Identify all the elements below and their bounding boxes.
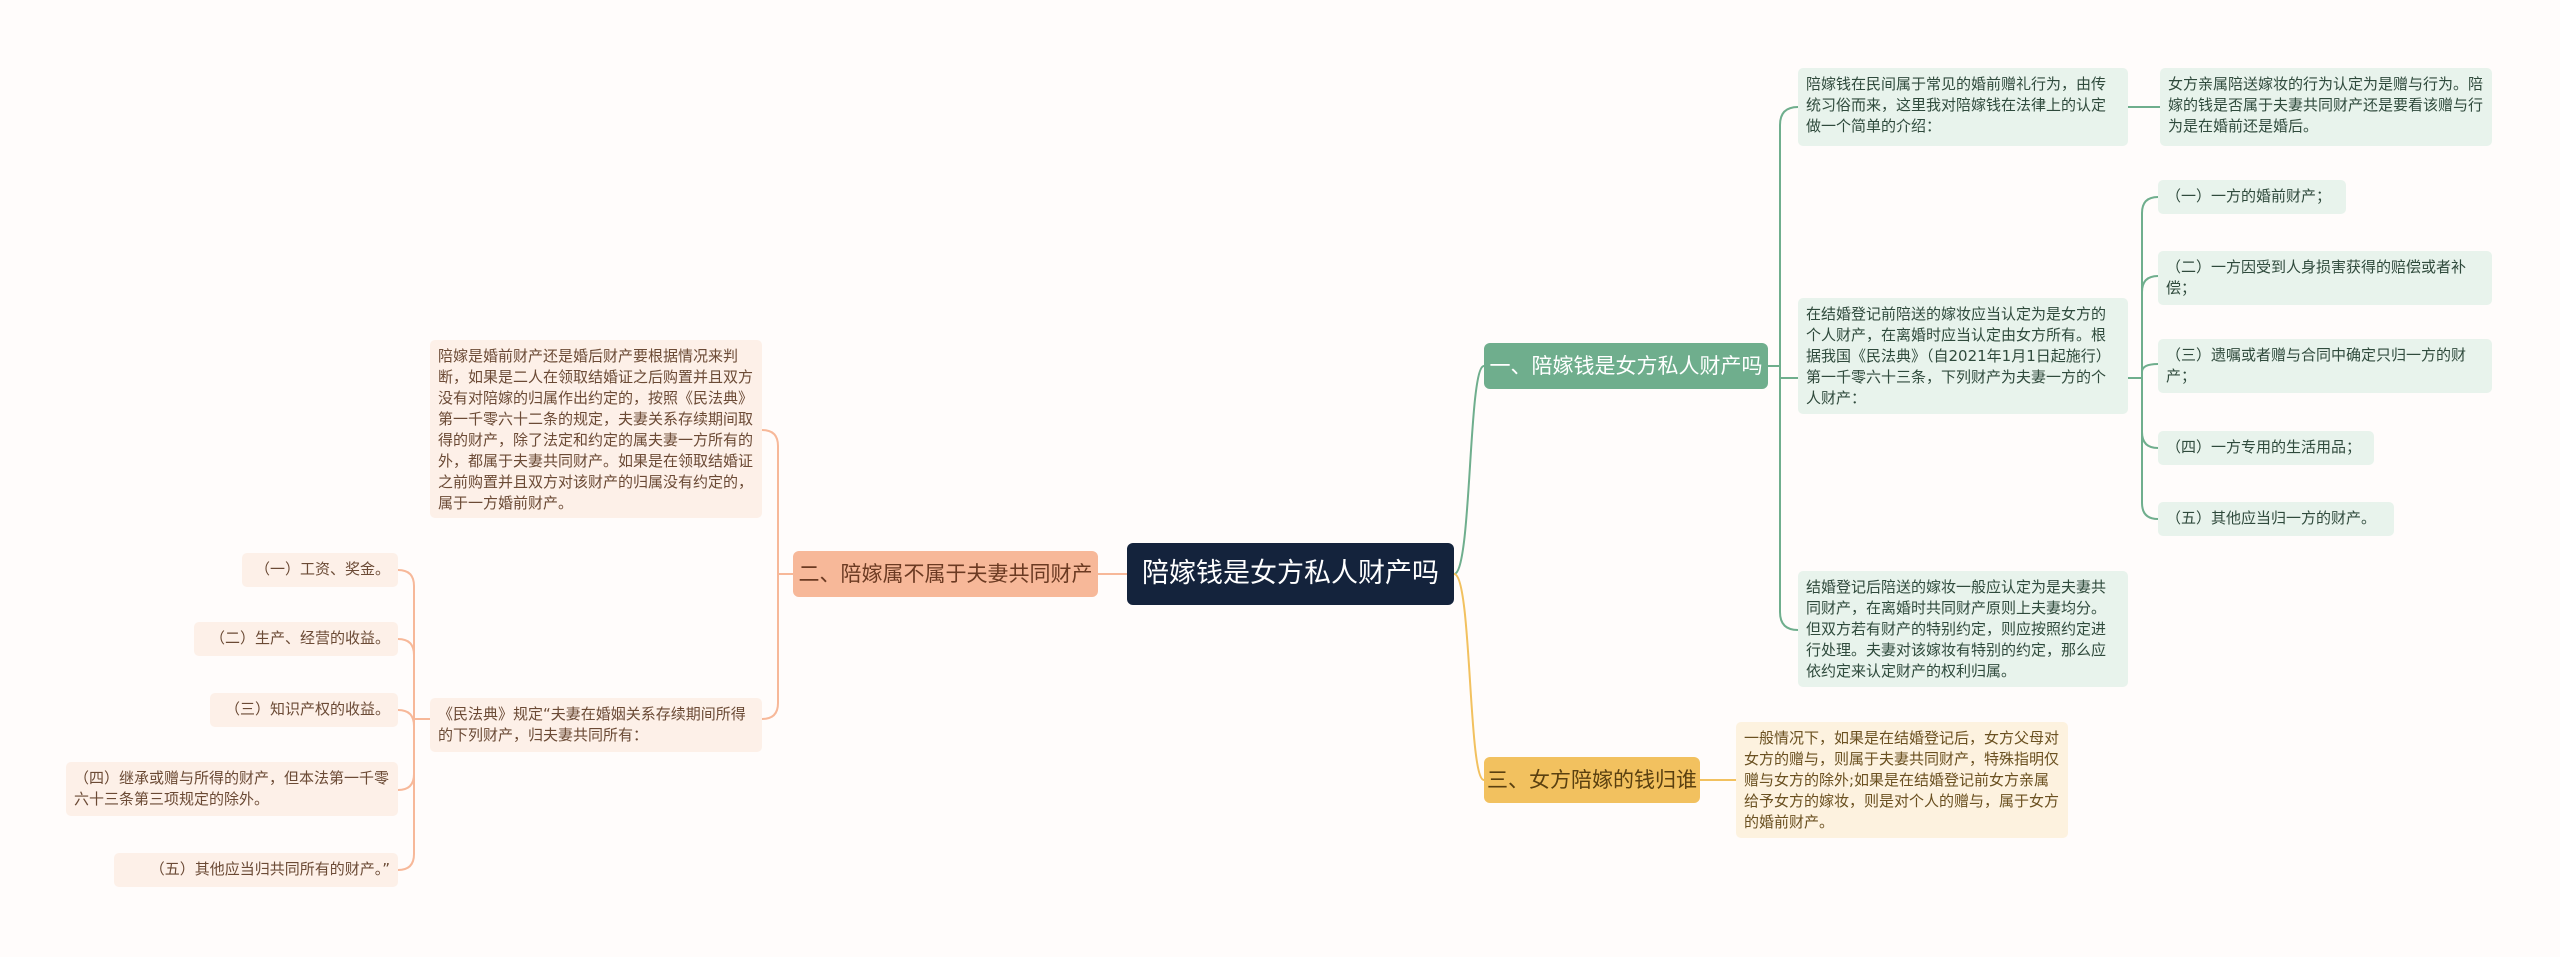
branch1-gift-text[interactable]: 女方亲属陪送嫁妆的行为认定为是赠与行为。陪嫁的钱是否属于夫妻共同财产还是要看该赠…: [2160, 68, 2492, 146]
link-b1-before: [1779, 366, 1798, 380]
link-b2-item-3: [397, 709, 415, 727]
branch1-after-marriage-text[interactable]: 结婚登记后陪送的嫁妆一般应认定为是夫妻共同财产，在离婚时共同财产原则上夫妻均分。…: [1798, 571, 2128, 687]
branch2-item[interactable]: （一）工资、奖金。: [242, 553, 398, 587]
link-b2-text1: [761, 429, 779, 574]
branch2-item[interactable]: （三）知识产权的收益。: [210, 693, 398, 727]
branch1-item[interactable]: （五）其他应当归一方的财产。: [2158, 502, 2394, 536]
branch-private-property[interactable]: 一、陪嫁钱是女方私人财产吗: [1484, 343, 1768, 389]
link-root-b1: [1453, 365, 1485, 575]
link-b1-item-1: [2141, 196, 2159, 378]
branch2-item[interactable]: （四）继承或赠与所得的财产，但本法第一千零六十三条第三项规定的除外。: [66, 762, 398, 816]
branch1-intro-text[interactable]: 陪嫁钱在民间属于常见的婚前赠礼行为，由传统习俗而来，这里我对陪嫁钱在法律上的认定…: [1798, 68, 2128, 146]
branch2-explanation-text[interactable]: 陪嫁是婚前财产还是婚后财产要根据情况来判断，如果是二人在领取结婚证之后购置并且双…: [430, 340, 762, 518]
branch1-item[interactable]: （一）一方的婚前财产；: [2158, 180, 2346, 214]
branch2-civil-code-text[interactable]: 《民法典》规定“夫妻在婚姻关系存续期间所得的下列财产，归夫妻共同所有：: [430, 698, 762, 752]
link-b2-text2: [761, 574, 779, 720]
branch1-item[interactable]: （二）一方因受到人身损害获得的赔偿或者补偿；: [2158, 251, 2492, 305]
link-b1-item-5: [2141, 378, 2159, 520]
branch-joint-property[interactable]: 二、陪嫁属不属于夫妻共同财产: [793, 551, 1098, 597]
link-b1-after: [1779, 366, 1799, 631]
link-b1-item-3: [2141, 363, 2159, 378]
branch2-item[interactable]: （五）其他应当归共同所有的财产。”: [114, 853, 398, 887]
branch3-explanation-text[interactable]: 一般情况下，如果是在结婚登记后，女方父母对女方的赠与，则属于夫妻共同财产，特殊指…: [1736, 722, 2068, 838]
branch1-before-marriage-text[interactable]: 在结婚登记前陪送的嫁妆应当认定为是女方的个人财产，在离婚时应当认定由女方所有。根…: [1798, 298, 2128, 414]
branch2-item[interactable]: （二）生产、经营的收益。: [194, 622, 398, 656]
root-topic[interactable]: 陪嫁钱是女方私人财产吗: [1127, 543, 1454, 605]
branch1-item[interactable]: （三）遗嘱或者赠与合同中确定只归一方的财产；: [2158, 339, 2492, 393]
link-b1-item-2: [2141, 275, 2159, 378]
link-b2-item-4: [397, 719, 415, 791]
branch1-item[interactable]: （四）一方专用的生活用品；: [2158, 431, 2374, 465]
link-b2-item-1: [397, 569, 415, 719]
link-root-b3: [1453, 573, 1485, 781]
branch-dowry-money-owner[interactable]: 三、女方陪嫁的钱归谁: [1484, 757, 1700, 803]
link-b2-item-2: [397, 638, 415, 719]
link-b1-intro: [1779, 106, 1799, 366]
link-b2-item-5: [397, 719, 415, 871]
link-b1-item-4: [2141, 378, 2159, 449]
